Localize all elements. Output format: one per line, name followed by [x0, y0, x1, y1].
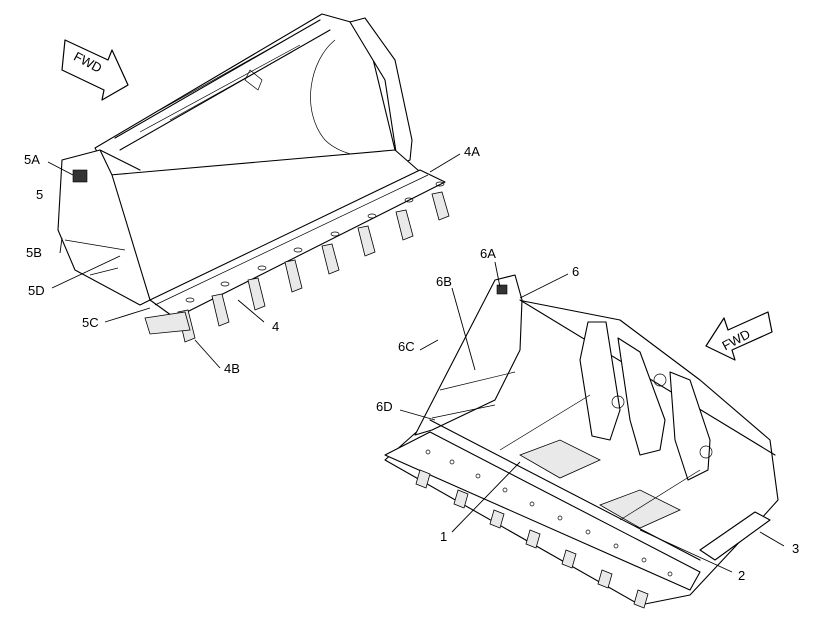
left-end-plate	[57, 149, 151, 306]
callout-5C: 5C	[82, 315, 99, 330]
cutting-edge	[149, 169, 446, 319]
callout-5D: 5D	[28, 283, 45, 298]
tooth-adapters	[185, 181, 445, 303]
callout-6C: 6C	[398, 339, 415, 354]
callout-2: 2	[738, 568, 745, 583]
floor-braces	[499, 394, 701, 521]
callout-5A: 5A	[24, 152, 40, 167]
rear-cutting-edge	[384, 431, 701, 591]
callout-3: 3	[792, 541, 799, 556]
corner-wear	[144, 311, 191, 335]
callout-5: 5	[36, 187, 43, 202]
top-rail	[99, 19, 331, 171]
callout-4: 4	[272, 319, 279, 334]
mount-bracket-mid	[617, 337, 666, 456]
wear-strip-3	[699, 511, 771, 561]
floor-plate-2	[599, 489, 681, 529]
callout-4B: 4B	[224, 361, 240, 376]
floor-plate-1	[519, 439, 601, 479]
cutting-edge-line	[154, 174, 429, 306]
fwd-arrow-top: FWD	[61, 39, 129, 101]
top-brace	[139, 39, 301, 133]
callout-6B: 6B	[436, 274, 452, 289]
rear-plate-strip	[431, 371, 516, 419]
callout-6: 6	[572, 264, 579, 279]
mount-bracket-left	[579, 321, 621, 441]
bucket-floor	[109, 149, 436, 301]
lift-lug	[244, 69, 263, 91]
leader-lines	[47, 153, 785, 573]
fwd-arrow-bottom: FWD	[705, 311, 773, 361]
bucket-front-view	[57, 13, 450, 343]
rear-edge-bolts	[425, 449, 673, 577]
callout-5B: 5B	[26, 245, 42, 260]
right-side-plate	[349, 17, 413, 166]
teeth-rear	[415, 469, 649, 609]
callout-labels: 5A 5 5B 5D 5C 4A 4 4B 6A 6 6B 6C 6D 1 2 …	[24, 144, 799, 583]
left-wear-pad	[72, 169, 88, 183]
callout-1: 1	[440, 529, 447, 544]
left-plate-detail	[64, 239, 126, 276]
rear-wear-pad	[496, 284, 508, 295]
callout-6A: 6A	[480, 246, 496, 261]
bucket-rear-view	[384, 274, 779, 609]
callout-6D: 6D	[376, 399, 393, 414]
callout-4A: 4A	[464, 144, 480, 159]
